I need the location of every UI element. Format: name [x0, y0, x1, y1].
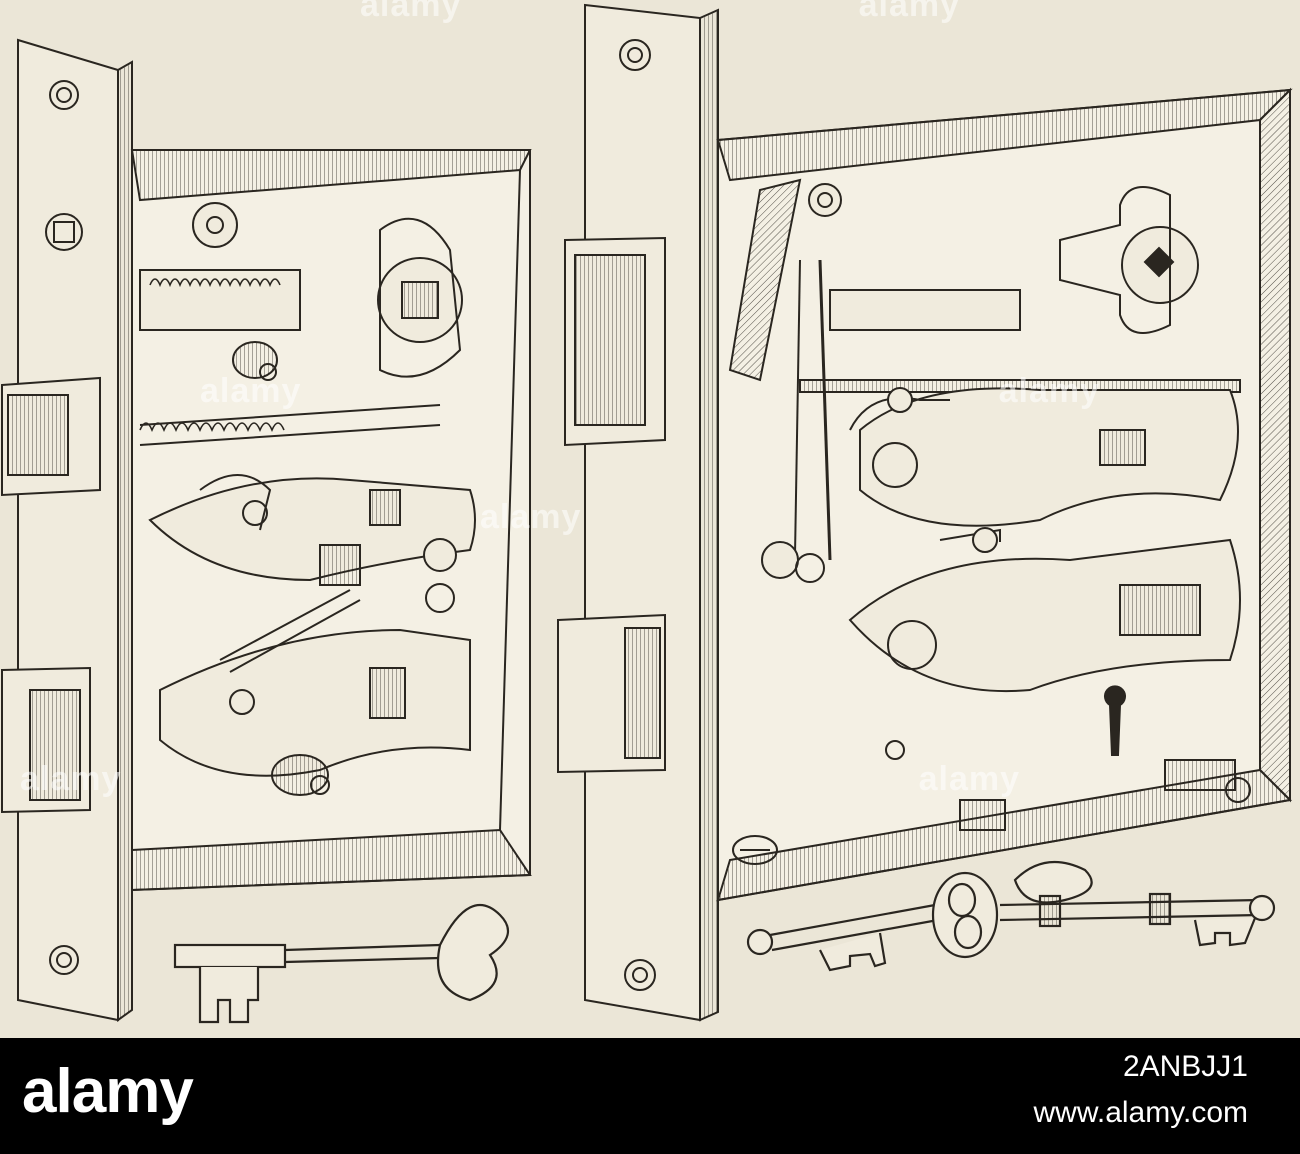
- right-faceplate: [584, 3, 701, 1022]
- right-mortise-lock: [557, 3, 1293, 1022]
- left-mortise-lock: [1, 38, 532, 1022]
- image-id-label: 2ANBJJ1: [1122, 1050, 1248, 1083]
- engraving-plate: alamy alamy alamy alamy alamy alamy alam…: [0, 0, 1300, 1038]
- stock-footer-bar: alamy 2ANBJJ1 www.alamy.com: [0, 1038, 1300, 1154]
- left-key: [173, 904, 510, 1024]
- right-tumbler-lower: [848, 538, 1241, 693]
- right-keyhole: [1104, 685, 1126, 756]
- right-key-pair: [746, 860, 1276, 972]
- alamy-logo[interactable]: alamy: [22, 1057, 194, 1126]
- mortise-lock-illustration: [1, 3, 1293, 1024]
- right-tumbler-upper: [859, 387, 1239, 527]
- left-faceplate: [17, 38, 119, 1022]
- site-url-link[interactable]: www.alamy.com: [1033, 1096, 1248, 1129]
